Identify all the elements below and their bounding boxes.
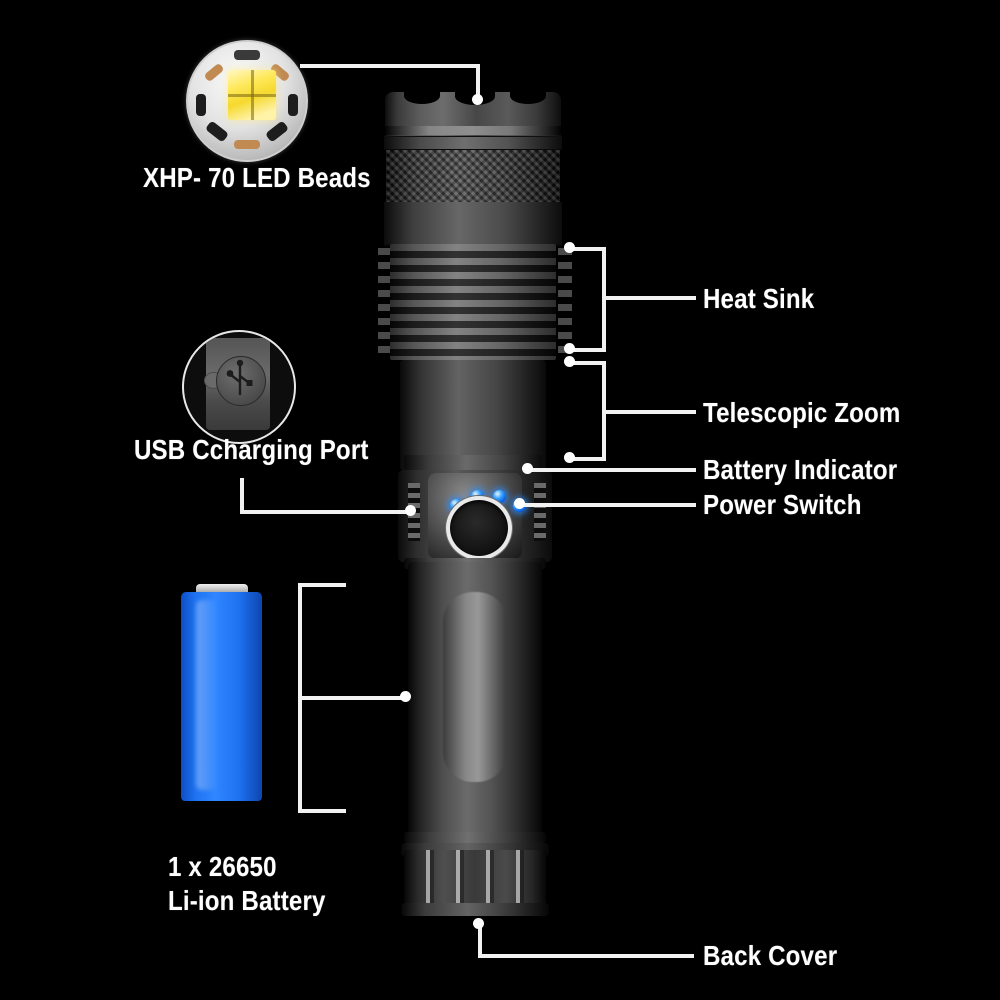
label-heat-sink: Heat Sink [703, 283, 815, 314]
leader-dot-heat-sink-top [564, 242, 575, 253]
tail-cap-lip-bottom [401, 903, 549, 916]
label-telescopic-zoom: Telescopic Zoom [703, 397, 901, 428]
led-pad [234, 50, 260, 60]
leader-dot-heat-sink-bottom [564, 343, 575, 354]
led-pad [288, 94, 298, 116]
label-usb-port: USB Ccharging Port [134, 434, 369, 465]
usb-port-inset [182, 330, 296, 444]
leader-dot-power-switch [514, 498, 525, 509]
battery-bracket-bottom [298, 809, 346, 813]
zoom-bracket-stem [602, 410, 696, 414]
barrel-highlight-panel [443, 592, 507, 782]
heat-sink-bracket-stem [602, 296, 696, 300]
barrel-ring-bottom [404, 832, 546, 843]
leader-dot-zoom-bottom [564, 452, 575, 463]
leader-line-battery-indicator [528, 468, 696, 472]
leader-line-power-switch [520, 503, 696, 507]
label-back-cover: Back Cover [703, 940, 838, 971]
leader-line-back-cover-horizontal [478, 954, 694, 958]
leader-line-led-horizontal [300, 64, 480, 68]
led-pad-copper [203, 62, 225, 83]
leader-dot-back-cover [473, 918, 484, 929]
leader-dot-battery [400, 691, 411, 702]
head-ring [384, 136, 562, 150]
bezel-notch [510, 88, 546, 104]
power-switch-button[interactable] [446, 496, 512, 560]
leader-line-led-vertical [476, 64, 480, 100]
bezel-highlight [385, 126, 561, 135]
bezel-notch [404, 88, 440, 104]
led-pad [196, 94, 206, 116]
label-battery-indicator: Battery Indicator [703, 454, 898, 485]
heat-sink-bracket-top [570, 247, 606, 251]
leader-line-back-cover-vertical [478, 923, 482, 956]
housing-ridge-right [534, 483, 546, 541]
zoom-bracket-top [570, 361, 606, 365]
heat-sink-fins-right [558, 248, 572, 356]
leader-dot-led [472, 94, 483, 105]
label-battery-line1: 1 x 26650 [168, 851, 277, 882]
led-pad [264, 120, 290, 143]
led-die-divider-horizontal [228, 94, 276, 97]
usb-trident-icon [226, 359, 253, 396]
led-pad [204, 120, 230, 143]
leader-line-usb-vertical [240, 478, 244, 514]
zoom-sleeve-step [404, 455, 542, 471]
heat-sink-fins [390, 244, 556, 360]
leader-dot-usb [405, 505, 416, 516]
battery-bracket-top [298, 583, 346, 587]
label-battery-line2: Li-ion Battery [168, 885, 326, 916]
label-power-switch: Power Switch [703, 489, 862, 520]
battery-highlight [196, 600, 218, 790]
heat-sink-fins-left [378, 248, 392, 356]
label-led-beads: XHP- 70 LED Beads [143, 162, 371, 193]
battery-cell [181, 592, 262, 801]
head-midsection [384, 202, 562, 246]
battery-bracket-stem [298, 696, 408, 700]
back-cover-tail-cap [404, 850, 546, 910]
led-pad-copper [234, 140, 260, 149]
telescopic-zoom-sleeve [400, 360, 546, 470]
leader-dot-battery-indicator [522, 463, 533, 474]
leader-dot-zoom-top [564, 356, 575, 367]
heat-sink-bracket-bottom [570, 348, 606, 352]
knurled-grip-band [386, 150, 560, 202]
zoom-bracket-bottom [570, 457, 606, 461]
leader-line-usb-horizontal [240, 510, 412, 514]
